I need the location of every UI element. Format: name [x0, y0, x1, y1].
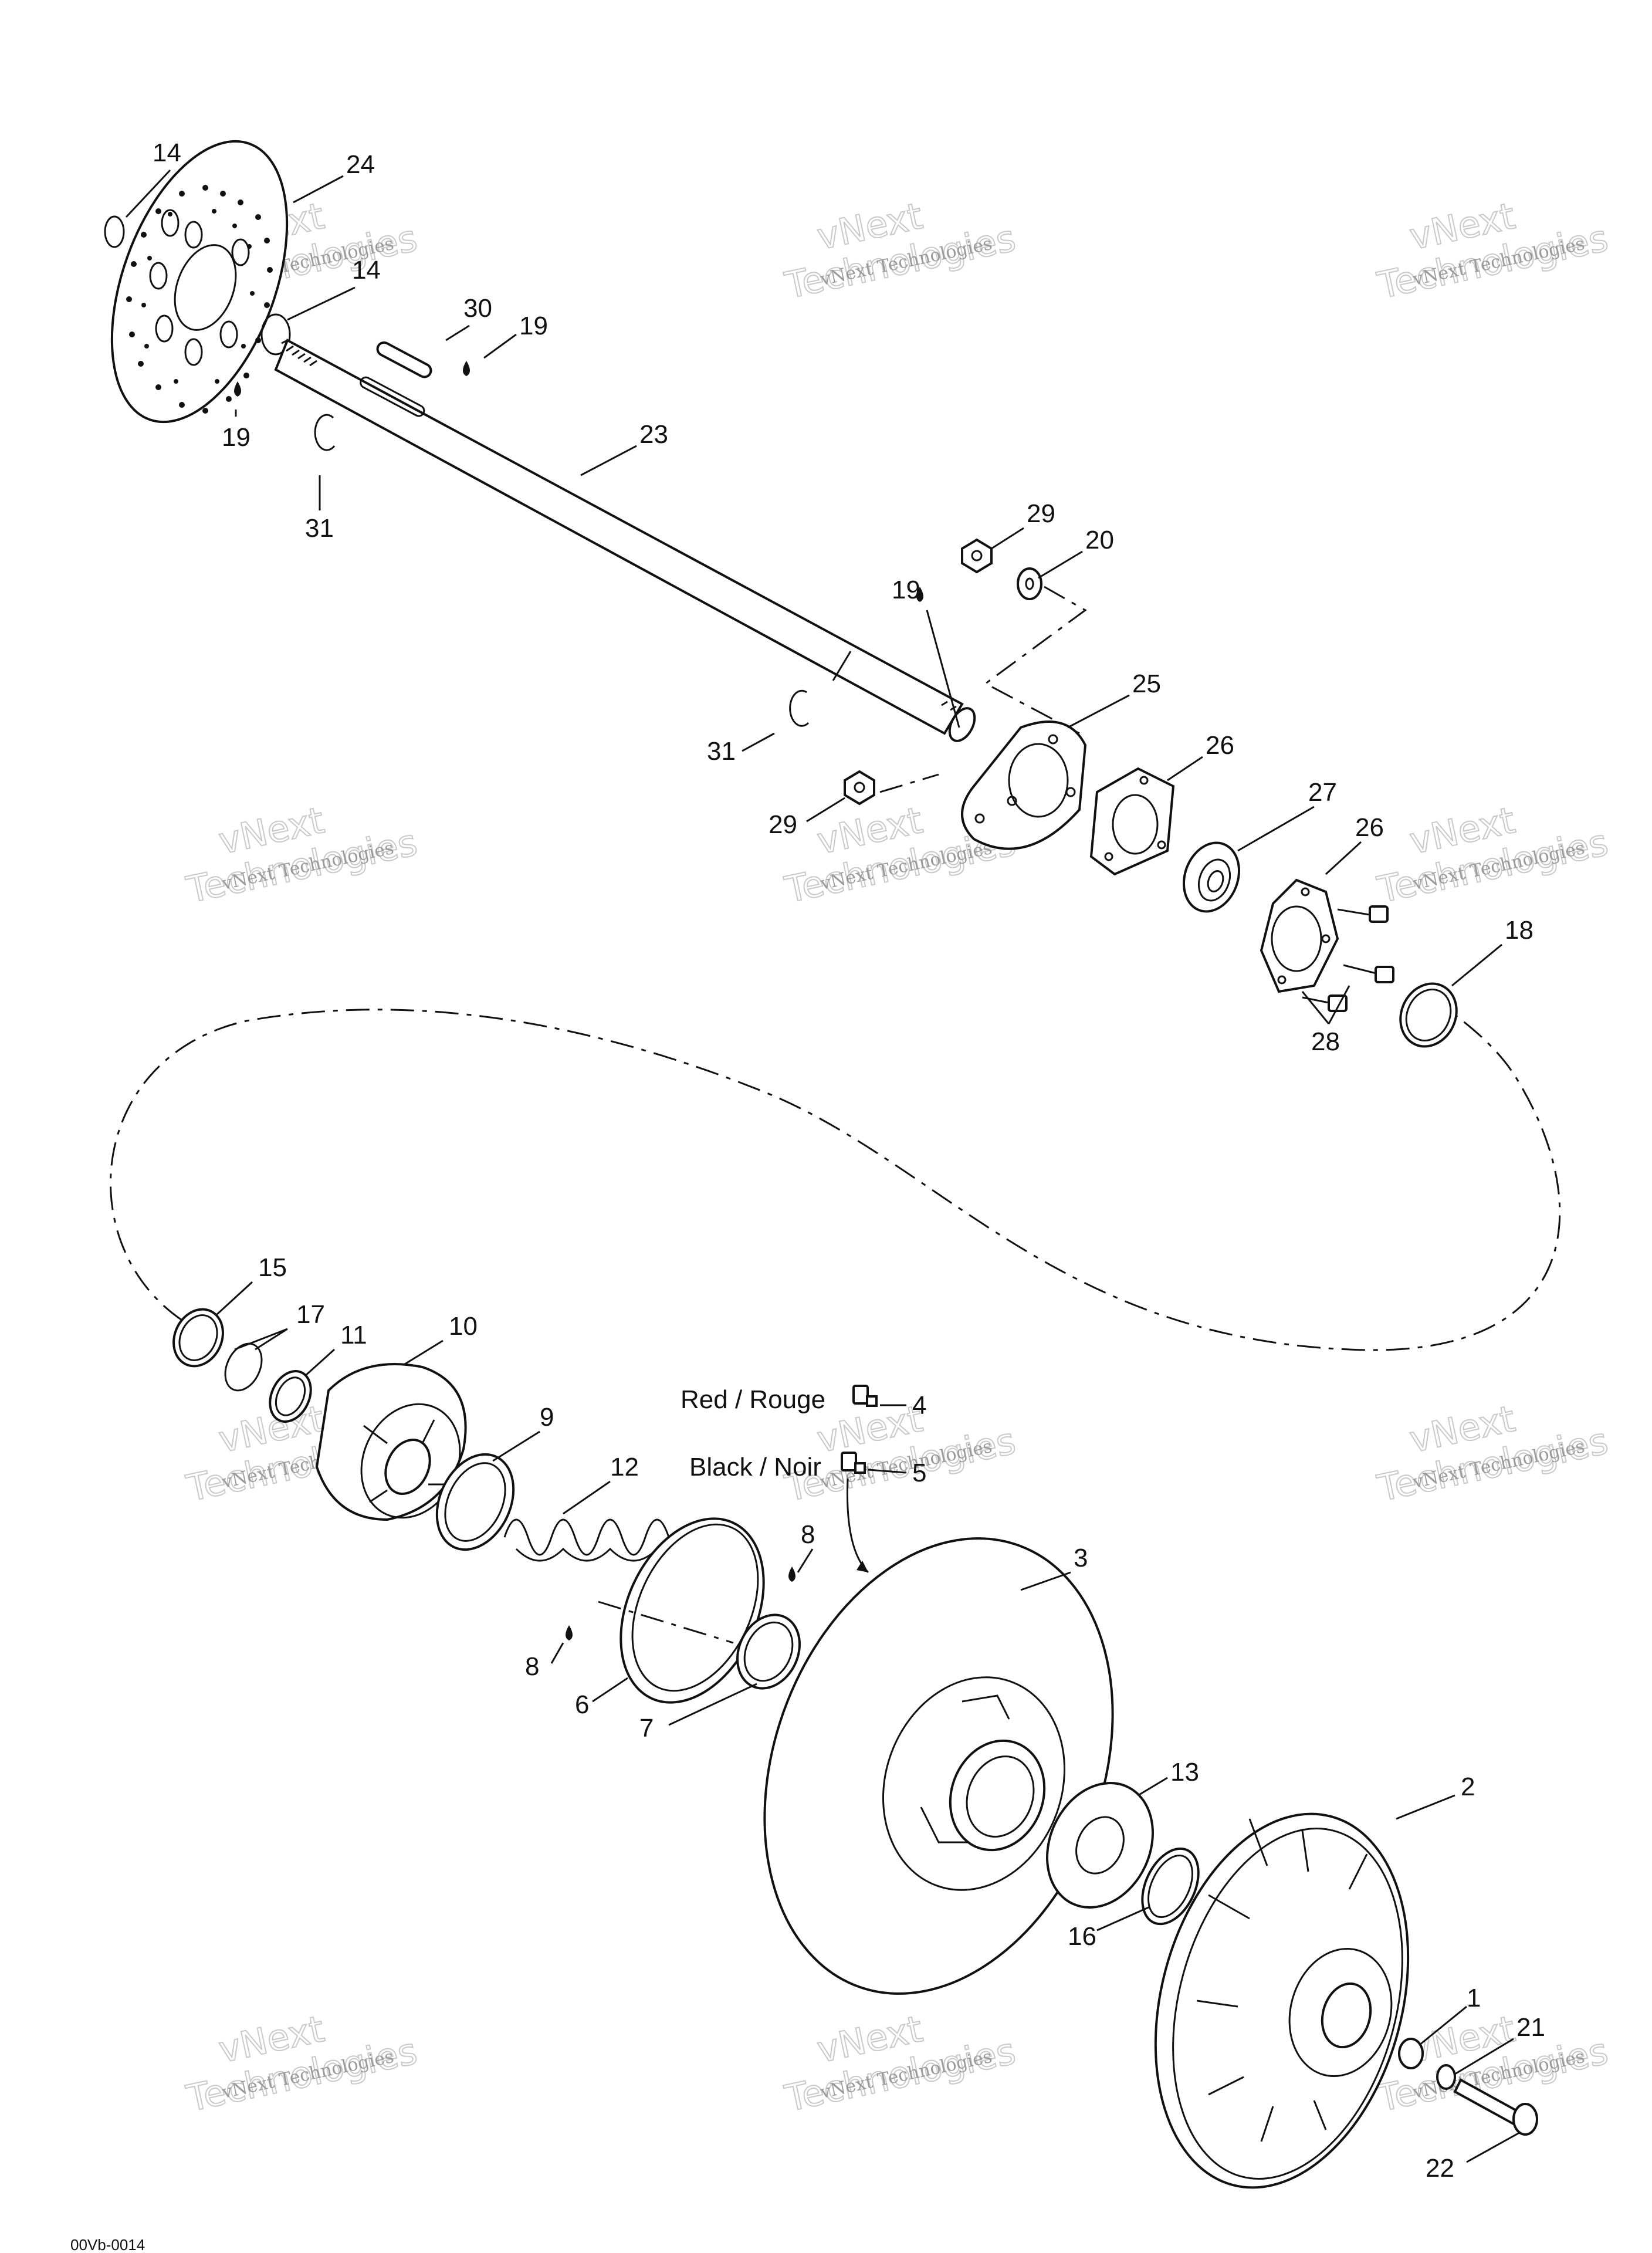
callout-19: 19	[892, 576, 920, 604]
connector-red	[852, 1385, 878, 1407]
callout-26: 26	[1355, 813, 1384, 842]
ring-11	[269, 1370, 312, 1423]
wire-label-black: Black / Noir	[689, 1453, 821, 1481]
callout-7: 7	[639, 1714, 654, 1743]
belt-path	[110, 996, 1561, 1351]
watermark: vNext Technologies vNext Technologies	[1373, 194, 1613, 307]
callout-17: 17	[296, 1300, 325, 1329]
callouts: 14 24 14 30 19 19 31 23 29 20 19 25 31 2…	[70, 138, 1545, 2253]
watermark: vNext Technologies vNext Technologies	[1373, 1396, 1613, 1510]
callout-27: 27	[1308, 778, 1337, 807]
ring-14-inner	[260, 313, 291, 356]
callout-29: 29	[1027, 499, 1055, 528]
fixed-sheave-2	[1154, 1812, 1410, 2189]
callout-24: 24	[346, 150, 375, 179]
watermark: vNext Technologies vNext Technologies	[182, 2007, 422, 2120]
watermark: vNext Technologies vNext Technologies	[781, 194, 1020, 307]
countershaft	[274, 339, 976, 742]
callout-12: 12	[610, 1453, 639, 1481]
grease-drop-8	[566, 1625, 573, 1640]
wire-arrow-head	[857, 1561, 868, 1572]
assembly-dash	[879, 773, 939, 793]
grease-drop-19	[234, 381, 241, 397]
grease-drop-19	[463, 361, 470, 376]
bearing-plate-25	[961, 720, 1087, 850]
callout-20: 20	[1085, 526, 1114, 554]
grease-drop-8	[788, 1567, 795, 1582]
callout-6: 6	[575, 1690, 589, 1719]
ring-18	[1399, 982, 1458, 1048]
callout-4: 4	[912, 1391, 926, 1420]
callout-5: 5	[912, 1459, 926, 1487]
washer-13	[1046, 1782, 1154, 1909]
flange-26	[1089, 767, 1175, 876]
bolt-22	[1453, 2078, 1538, 2136]
sliding-sheave-3	[763, 1537, 1114, 1995]
callout-21: 21	[1516, 2013, 1545, 2042]
callout-29: 29	[769, 810, 797, 839]
key-30	[376, 341, 432, 378]
leader-lines	[125, 169, 1520, 2163]
callout-2: 2	[1461, 1772, 1475, 1801]
nut-29	[844, 770, 875, 806]
ring-15	[172, 1308, 224, 1368]
callout-23: 23	[639, 420, 668, 449]
bearing-27	[1182, 841, 1241, 913]
callout-22: 22	[1426, 2154, 1454, 2183]
circlip-31	[789, 689, 810, 727]
circlip-31	[314, 414, 336, 451]
callout-16: 16	[1068, 1922, 1096, 1951]
callout-13: 13	[1170, 1758, 1199, 1787]
callout-26: 26	[1206, 731, 1234, 760]
watermark: vNext Technologies vNext Technologies	[1373, 798, 1613, 912]
callout-18: 18	[1505, 916, 1533, 945]
ring-17	[224, 1342, 263, 1392]
bushing-9	[435, 1453, 515, 1551]
callout-10: 10	[449, 1312, 478, 1341]
assembly-dash	[984, 586, 1087, 735]
callout-19: 19	[519, 312, 548, 340]
callout-25: 25	[1132, 669, 1161, 698]
watermark: vNext Technologies vNext Technologies	[182, 798, 422, 912]
callout-31: 31	[707, 737, 736, 766]
callout-1: 1	[1467, 1984, 1481, 2012]
callout-11: 11	[340, 1321, 367, 1349]
bolt-28	[1337, 905, 1389, 923]
brake-disc	[110, 140, 289, 424]
ring-16	[1141, 1847, 1200, 1926]
nut-29	[961, 538, 993, 574]
cam-10	[315, 1363, 467, 1521]
washer-1	[1398, 2038, 1424, 2069]
callout-3: 3	[1074, 1544, 1088, 1572]
ring-14-outer	[104, 215, 125, 248]
washer-20	[1017, 567, 1042, 600]
connector-black	[841, 1452, 866, 1474]
callout-14: 14	[352, 256, 381, 285]
bolt-28	[1343, 964, 1394, 983]
flange-26	[1260, 878, 1339, 993]
callout-30: 30	[463, 294, 492, 323]
callout-15: 15	[258, 1253, 287, 1282]
wire-label-red: Red / Rouge	[681, 1385, 825, 1414]
callout-19: 19	[222, 423, 250, 452]
grease-drop-19	[916, 587, 923, 602]
washer-21	[1436, 2064, 1456, 2090]
ring-6	[620, 1517, 765, 1704]
callout-8: 8	[525, 1652, 539, 1681]
figure-code: 00Vb-0014	[70, 2236, 145, 2253]
callout-31: 31	[305, 514, 334, 543]
callout-28: 28	[1311, 1027, 1340, 1056]
callout-14: 14	[153, 138, 181, 167]
watermark: vNext Technologies vNext Technologies	[781, 2007, 1020, 2120]
callout-9: 9	[540, 1403, 554, 1432]
callout-8: 8	[801, 1520, 815, 1549]
